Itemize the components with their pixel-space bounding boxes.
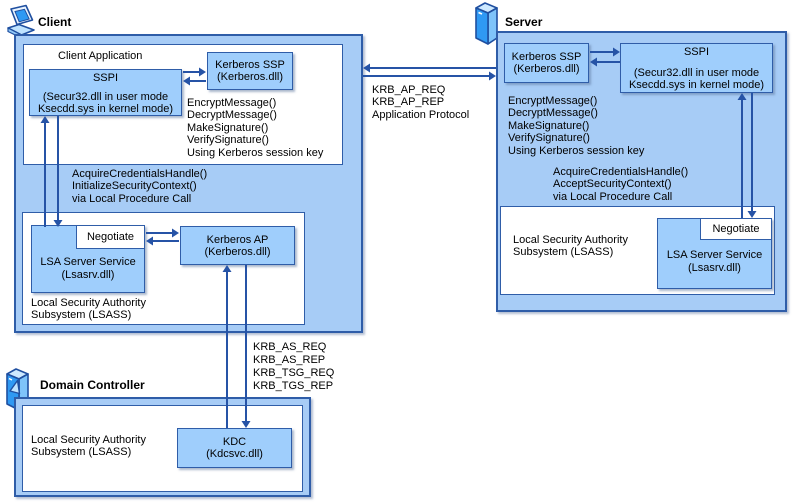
kerberos-ap-line2: (Kerberos.dll) xyxy=(204,245,271,258)
lsass-label-dc: Local Security Authority Subsystem (LSAS… xyxy=(31,434,146,459)
laptop-icon xyxy=(7,4,35,38)
message-line: KRB_AS_REQ xyxy=(253,341,327,353)
function-line: Using Kerberos session key xyxy=(187,146,324,159)
lsass-line: Local Security Authority xyxy=(31,434,146,446)
lsass-line: Subsystem (LSASS) xyxy=(31,446,132,459)
lpc-line: via Local Procedure Call xyxy=(72,192,192,205)
lpc-line: AcquireCredentialsHandle() xyxy=(553,166,689,178)
kdc-line2: (Kdcsvc.dll) xyxy=(206,448,263,460)
lpc-line: via Local Procedure Call xyxy=(553,190,673,203)
lsa-line1-server: LSA Server Service xyxy=(666,249,763,261)
kerberos-ssp-box-server: Kerberos SSP (Kerberos.dll) xyxy=(504,43,589,83)
lpc-line: AcceptSecurityContext() xyxy=(553,178,672,191)
krb-as-messages: KRB_AS_REQ KRB_AS_REP KRB_TSG_REQ KRB_TG… xyxy=(253,341,334,393)
lpc-call-text-client: AcquireCredentialsHandle() InitializeSec… xyxy=(72,168,207,205)
sspi-line1-server: (Secur32.dll in user mode xyxy=(633,67,760,79)
message-line: KRB_TSG_REQ xyxy=(253,367,335,379)
function-line: DecryptMessage() xyxy=(187,109,277,122)
message-line: Application Protocol xyxy=(372,108,470,121)
kerberos-ssp-line1-client: Kerberos SSP xyxy=(215,59,285,71)
lsass-line: Local Security Authority xyxy=(513,234,628,246)
negotiate-label-client: Negotiate xyxy=(86,231,135,243)
sspi-line1-client: (Secur32.dll in user mode xyxy=(42,91,169,103)
client-label: Client xyxy=(38,15,72,29)
lsa-line1-client: LSA Server Service xyxy=(40,256,136,268)
lsa-line2-client: (Lsasrv.dll) xyxy=(61,269,115,281)
function-line: EncryptMessage() xyxy=(187,97,277,109)
lpc-line: InitializeSecurityContext() xyxy=(72,180,197,193)
function-line: EncryptMessage() xyxy=(508,95,598,107)
lpc-call-text-server: AcquireCredentialsHandle() AcceptSecurit… xyxy=(553,166,688,203)
kdc-line1: KDC xyxy=(222,436,247,448)
lpc-line: AcquireCredentialsHandle() xyxy=(72,168,208,180)
lsass-line: Local Security Authority xyxy=(31,297,146,309)
kerberos-ssp-line1-server: Kerberos SSP xyxy=(511,51,582,63)
lsass-label-server: Local Security Authority Subsystem (LSAS… xyxy=(513,234,628,259)
message-line: KRB_TGS_REP xyxy=(253,380,334,392)
kerberos-ap-line1: Kerberos AP xyxy=(206,233,269,246)
krb-ap-messages: KRB_AP_REQ KRB_AP_REP Application Protoc… xyxy=(372,84,469,121)
kerberos-ssp-line2-server: (Kerberos.dll) xyxy=(513,63,580,75)
sspi-line2-client: Ksecdd.sys in kernel mode) xyxy=(37,103,174,115)
message-line: KRB_AS_REP xyxy=(253,354,326,366)
lsass-label-client: Local Security Authority Subsystem (LSAS… xyxy=(31,297,146,322)
domain-controller-label: Domain Controller xyxy=(40,378,145,392)
server-label: Server xyxy=(505,15,543,29)
function-line: Using Kerberos session key xyxy=(508,144,645,157)
lsass-line: Subsystem (LSASS) xyxy=(513,246,614,259)
function-line: DecryptMessage() xyxy=(508,107,598,120)
function-line: VerifySignature() xyxy=(187,134,269,147)
sspi-title-client: SSPI xyxy=(92,72,119,84)
lsa-line2-server: (Lsasrv.dll) xyxy=(688,262,741,274)
sspi-line2-server: Ksecdd.sys in kernel mode) xyxy=(628,79,765,91)
function-line: MakeSignature() xyxy=(508,119,590,132)
function-line: VerifySignature() xyxy=(508,132,590,145)
kdc-box: KDC (Kdcsvc.dll) xyxy=(177,428,292,468)
negotiate-box-client: Negotiate xyxy=(76,225,145,249)
sspi-box-server: SSPI (Secur32.dll in user mode Ksecdd.sy… xyxy=(620,43,773,93)
kerberos-ssp-box-client: Kerberos SSP (Kerberos.dll) xyxy=(207,52,293,90)
sspi-title-server: SSPI xyxy=(683,46,710,58)
client-function-list: EncryptMessage() DecryptMessage() MakeSi… xyxy=(187,97,323,159)
sspi-box-client: SSPI (Secur32.dll in user mode Ksecdd.sy… xyxy=(29,69,182,116)
kerberos-ssp-line2-client: (Kerberos.dll) xyxy=(216,71,284,83)
server-function-list: EncryptMessage() DecryptMessage() MakeSi… xyxy=(508,95,644,157)
message-line: KRB_AP_REQ xyxy=(372,84,446,96)
function-line: MakeSignature() xyxy=(187,121,269,134)
kerberos-ap-box: Kerberos AP (Kerberos.dll) xyxy=(180,226,295,265)
negotiate-label-server: Negotiate xyxy=(712,223,760,235)
negotiate-box-server: Negotiate xyxy=(700,218,772,240)
message-line: KRB_AP_REP xyxy=(372,96,445,109)
client-application-label: Client Application xyxy=(58,50,143,62)
lsass-line: Subsystem (LSASS) xyxy=(31,309,132,322)
